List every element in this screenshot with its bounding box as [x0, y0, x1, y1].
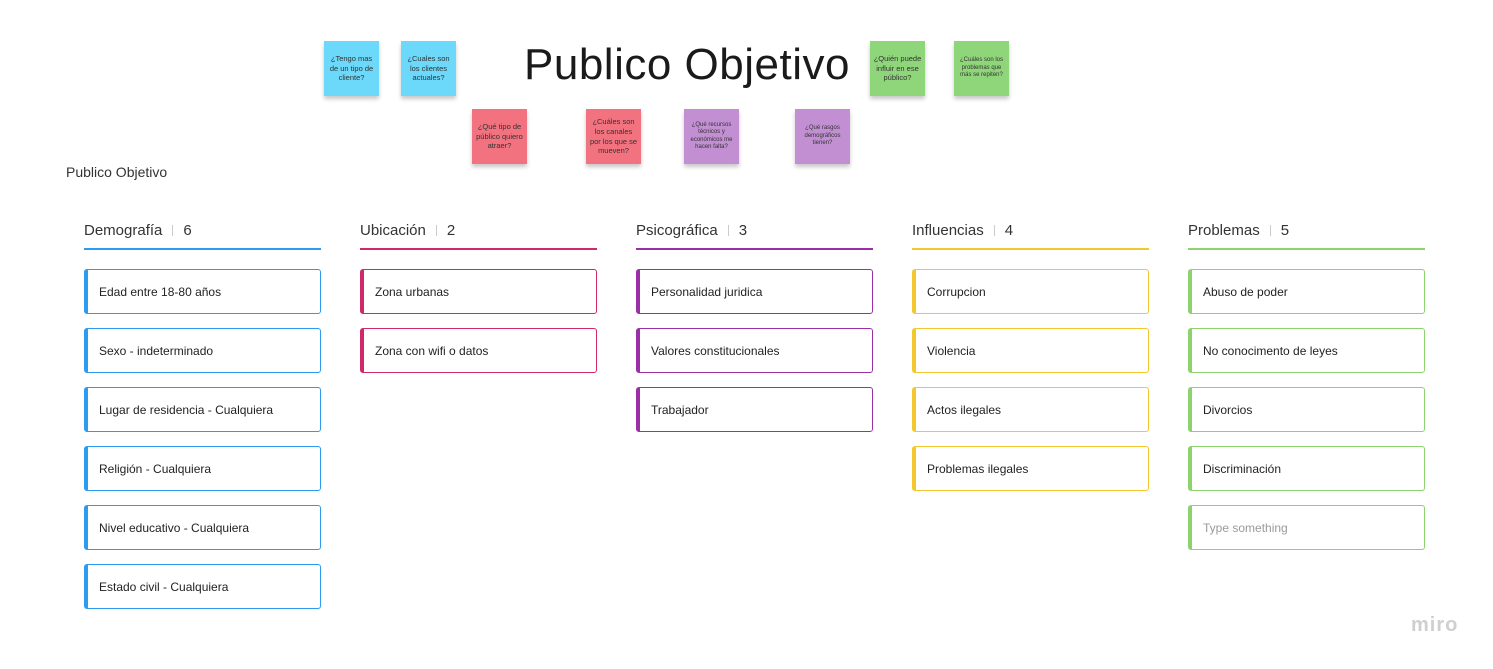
card[interactable]: Corrupcion [912, 269, 1149, 314]
kanban-column-demografia: Demografía 6 Edad entre 18-80 años Sexo … [84, 212, 321, 623]
miro-logo: miro [1411, 614, 1459, 636]
board-title[interactable]: Publico Objetivo [524, 40, 850, 89]
card[interactable]: Personalidad juridica [636, 269, 873, 314]
column-header[interactable]: Influencias 4 [912, 212, 1149, 250]
card[interactable]: Edad entre 18-80 años [84, 269, 321, 314]
card[interactable]: Zona con wifi o datos [360, 328, 597, 373]
column-title: Problemas [1188, 221, 1260, 239]
new-card-input[interactable]: Type something [1188, 505, 1425, 550]
header-separator [1269, 224, 1271, 236]
card[interactable]: Abuso de poder [1188, 269, 1425, 314]
column-title: Demografía [84, 221, 163, 239]
column-header[interactable]: Demografía 6 [84, 212, 321, 250]
sticky-note[interactable]: ¿Quién puede influir en ese público? [870, 41, 925, 96]
sticky-note[interactable]: ¿Cuáles son los canales por los que se m… [586, 109, 641, 164]
card[interactable]: Discriminación [1188, 446, 1425, 491]
card[interactable]: Lugar de residencia - Cualquiera [84, 387, 321, 432]
kanban-column-problemas: Problemas 5 Abuso de poder No conociment… [1188, 212, 1425, 564]
column-count: 4 [1004, 221, 1014, 239]
card[interactable]: Actos ilegales [912, 387, 1149, 432]
card[interactable]: Estado civil - Cualquiera [84, 564, 321, 609]
column-count: 2 [446, 221, 456, 239]
sticky-note[interactable]: ¿Qué recursos técnicos y económicos me h… [684, 109, 739, 164]
card[interactable]: Nivel educativo - Cualquiera [84, 505, 321, 550]
sticky-note[interactable]: ¿Qué rasgos demográficos tienen? [795, 109, 850, 164]
card[interactable]: Religión - Cualquiera [84, 446, 321, 491]
sticky-note[interactable]: ¿Cuáles son los problemas que más se rep… [954, 41, 1009, 96]
column-count: 3 [738, 221, 748, 239]
kanban-column-ubicacion: Ubicación 2 Zona urbanas Zona con wifi o… [360, 212, 597, 387]
sticky-note[interactable]: ¿Cuales son los clientes actuales? [401, 41, 456, 96]
header-separator [435, 224, 437, 236]
sticky-note[interactable]: ¿Qué tipo de público quiero atraer? [472, 109, 527, 164]
column-title: Influencias [912, 221, 984, 239]
column-header[interactable]: Ubicación 2 [360, 212, 597, 250]
card[interactable]: Trabajador [636, 387, 873, 432]
sticky-note[interactable]: ¿Tengo mas de un tipo de cliente? [324, 41, 379, 96]
card[interactable]: No conocimento de leyes [1188, 328, 1425, 373]
column-count: 6 [183, 221, 192, 239]
column-header[interactable]: Problemas 5 [1188, 212, 1425, 250]
header-separator [727, 224, 729, 236]
column-header[interactable]: Psicográfica 3 [636, 212, 873, 250]
card[interactable]: Problemas ilegales [912, 446, 1149, 491]
column-title: Ubicación [360, 221, 426, 239]
card[interactable]: Violencia [912, 328, 1149, 373]
column-title: Psicográfica [636, 221, 718, 239]
column-count: 5 [1280, 221, 1290, 239]
header-separator [993, 224, 995, 236]
card[interactable]: Zona urbanas [360, 269, 597, 314]
card[interactable]: Sexo - indeterminado [84, 328, 321, 373]
frame-label[interactable]: Publico Objetivo [66, 164, 168, 180]
kanban-column-influencias: Influencias 4 Corrupcion Violencia Actos… [912, 212, 1149, 505]
header-separator [172, 224, 174, 236]
kanban-column-psicografica: Psicográfica 3 Personalidad juridica Val… [636, 212, 873, 446]
card[interactable]: Divorcios [1188, 387, 1425, 432]
card[interactable]: Valores constitucionales [636, 328, 873, 373]
